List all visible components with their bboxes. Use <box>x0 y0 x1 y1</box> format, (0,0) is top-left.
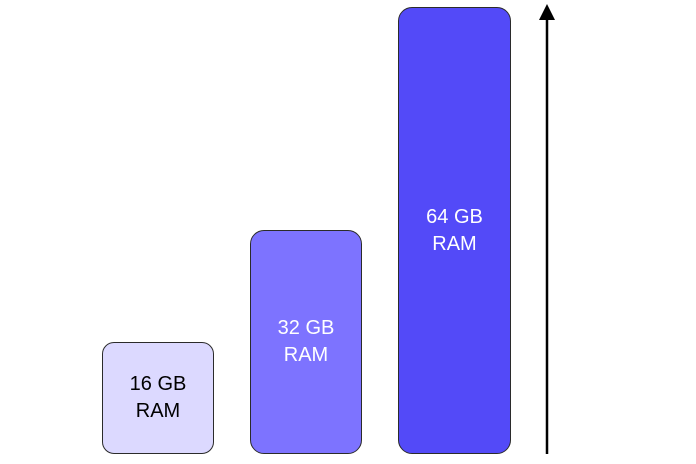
box-16gb-ram: 16 GB RAM <box>102 342 214 454</box>
box-16gb-size-label: 16 GB <box>129 373 187 395</box>
box-64gb-ram-label: RAM <box>432 232 477 255</box>
upward-arrow-icon <box>539 4 555 454</box>
box-64gb-ram: 64 GB RAM <box>398 7 511 454</box>
arrow-head <box>539 4 555 20</box>
box-64gb-size-label: 64 GB <box>426 205 483 228</box>
box-16gb-ram-label: RAM <box>135 400 181 422</box>
box-32gb-size-label: 32 GB <box>277 317 335 339</box>
box-32gb-ram: 32 GB RAM <box>250 230 362 454</box>
box-32gb-ram-label: RAM <box>283 344 329 366</box>
